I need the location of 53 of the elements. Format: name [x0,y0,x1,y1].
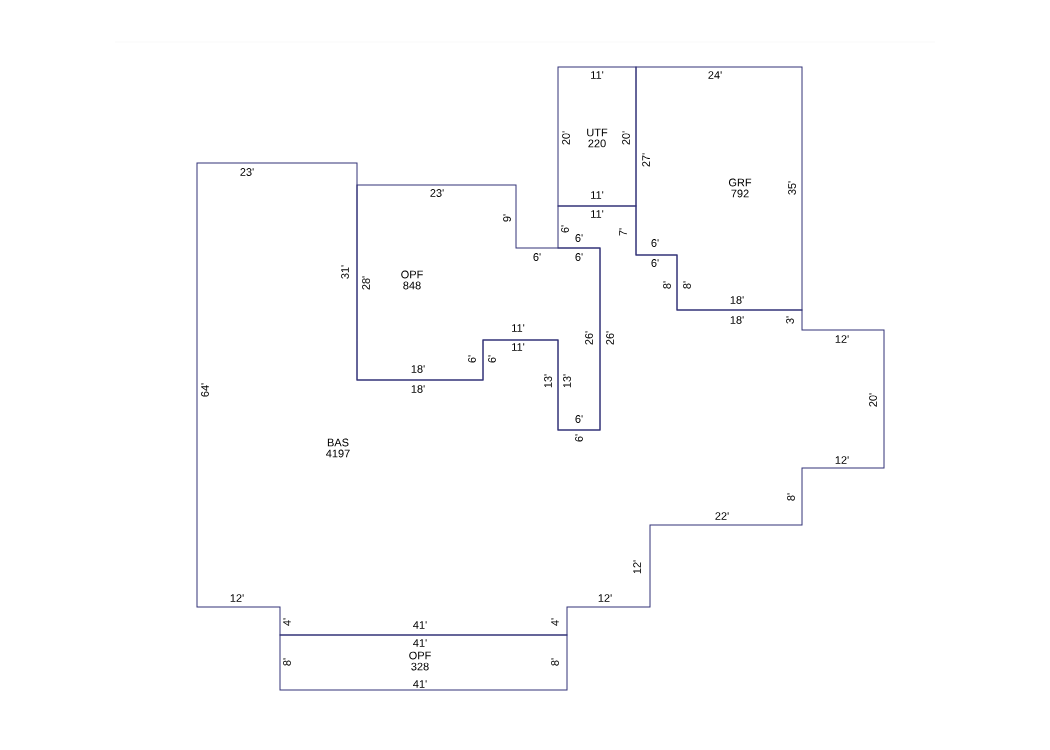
dimension-label: 11' [591,71,604,79]
dimension-label: 6' [575,434,583,442]
dimension-label: 12' [835,456,849,464]
dimension-label: 11' [591,210,604,218]
dimension-label: 6' [651,239,659,247]
dimension-label: 18' [730,316,744,324]
dimension-label: 41' [413,680,427,688]
dimension-label: 20' [622,131,630,145]
dimension-label: 13' [544,374,552,388]
dimension-label: 27' [642,153,650,167]
dimension-label: 22' [715,512,729,520]
dimension-label: 11' [512,343,525,351]
dimension-label: 35' [788,181,796,195]
dimension-label: 4' [283,618,291,626]
dimension-label: 4' [551,618,559,626]
dimension-label: 41' [413,639,427,647]
dimension-label: 12' [598,594,612,602]
dimension-label: 12' [633,560,641,574]
dimension-label: 8' [683,281,691,289]
dimension-label: 6' [533,253,541,261]
dimension-label: 64' [201,383,209,397]
dimension-label: 20' [869,393,877,407]
dimension-label: 6' [488,355,496,363]
dimension-label: 8' [787,493,795,501]
dimension-label: 11' [591,191,604,199]
dimension-label: 6' [651,259,659,267]
dimension-label: 6' [575,415,583,423]
dimension-label: 6' [468,355,476,363]
dimension-label: 11' [512,324,525,332]
dimension-label: 12' [230,594,244,602]
dimension-label: 6' [575,253,583,261]
dimension-label: 23' [430,189,444,197]
dimension-label: 13' [563,374,571,388]
dimension-label: 6' [561,225,569,233]
dimension-label: 20' [562,131,570,145]
dimension-label: 8' [551,658,559,666]
dimension-label: 9' [503,214,511,222]
dimension-label: 41' [413,621,427,629]
dimension-label: 8' [663,281,671,289]
dimension-label: 28' [362,276,370,290]
dimension-label: 31' [341,265,349,279]
dimension-label: 8' [283,658,291,666]
dimension-label: 12' [835,335,849,343]
dimension-label: 18' [411,385,425,393]
dimension-label: 26' [606,331,614,345]
dimension-label: 6' [575,234,583,242]
dimension-label: 3' [786,316,794,324]
dimension-label: 26' [585,331,593,345]
dimension-label: 18' [730,296,744,304]
dimension-label: 23' [240,168,254,176]
dimension-label: 7' [619,228,627,236]
dimension-label: 24' [708,71,722,79]
dimension-label: 18' [411,365,425,373]
